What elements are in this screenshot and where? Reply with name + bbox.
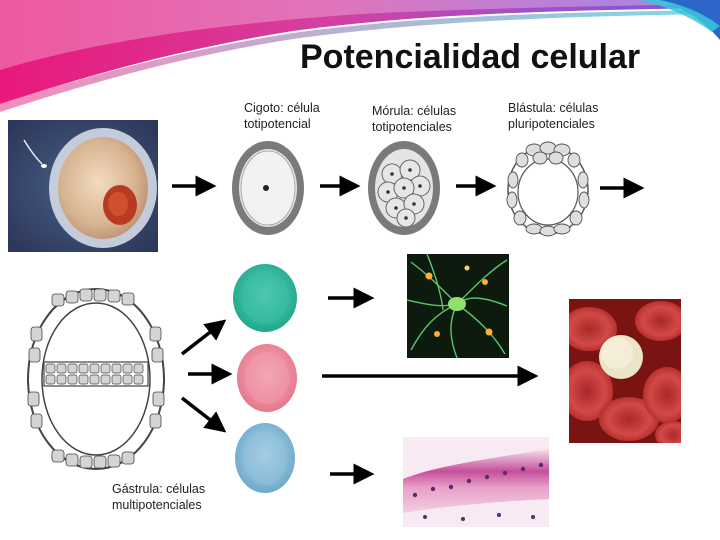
slide-title: Potencialidad celular [300,38,641,76]
label-blastula: Blástula: células pluripotenciales [508,100,598,132]
epithelium-image [403,437,549,527]
zygote-diagram [232,141,304,235]
label-blastula-line1: Blástula: células [508,101,599,115]
morula-diagram [368,141,440,235]
label-gastrula: Gástrula: células multipotenciales [112,481,205,513]
arrow-to-endoderm [180,396,227,433]
neuron-image [407,254,509,358]
fertilization-image [8,120,158,252]
gastrula-diagram [27,288,165,470]
label-morula: Mórula: células totipotenciales [372,103,456,135]
header-ribbon [0,0,720,112]
ectoderm-cell [233,264,297,332]
label-gastrula-line1: Gástrula: células [112,482,206,496]
label-blastula-line2: pluripotenciales [508,117,595,131]
label-cigoto-line1: Cigoto: célula [244,101,320,115]
blastula-diagram [506,141,590,237]
label-cigoto-line2: totipotencial [244,117,311,131]
endoderm-cell [235,423,295,493]
mesoderm-cell [237,344,297,412]
label-cigoto: Cigoto: célula totipotencial [244,100,320,132]
label-morula-line2: totipotenciales [372,120,452,134]
label-gastrula-line2: multipotenciales [112,498,202,512]
blood-cells-image [569,299,681,443]
arrow-to-ectoderm [180,319,227,356]
label-morula-line1: Mórula: células [372,104,457,118]
